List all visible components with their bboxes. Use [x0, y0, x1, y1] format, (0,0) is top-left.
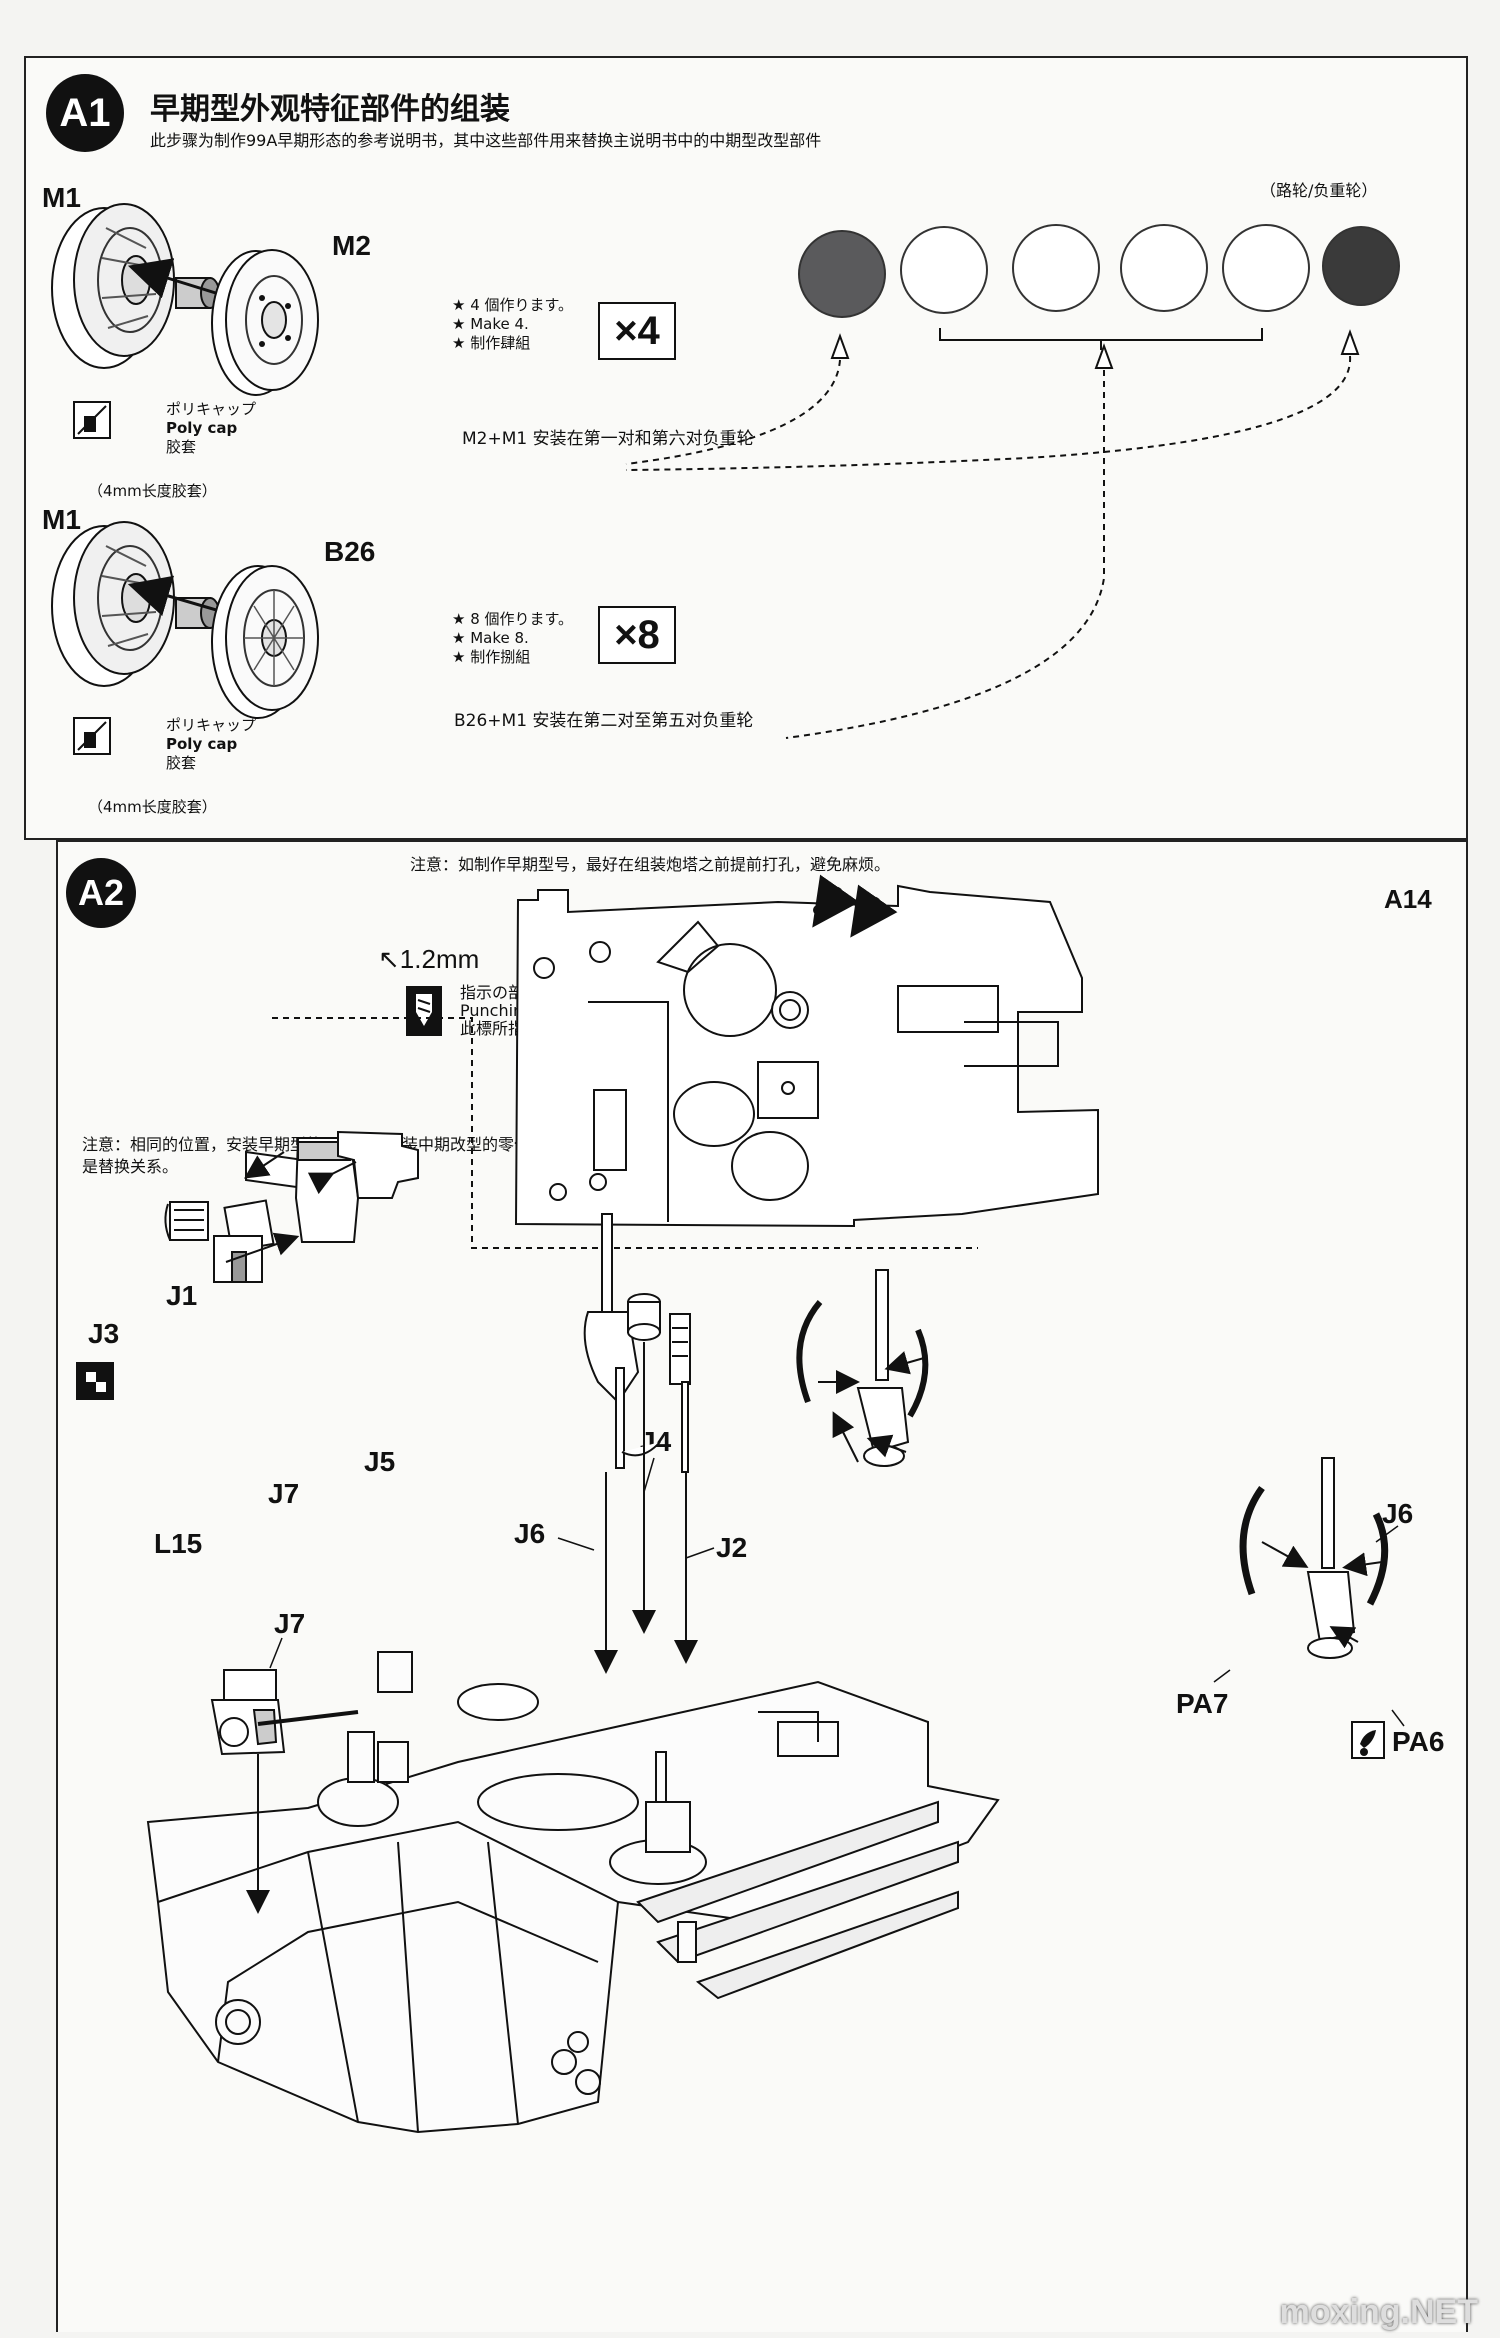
part-l15-label: L15	[154, 1528, 203, 1559]
make-count-note: ★ 8 個作ります。 ★ Make 8. ★ 制作捌組	[452, 610, 574, 666]
drill-arrow-icon: ↖	[378, 944, 400, 974]
pre-drill-note: 注意：如制作早期型号，最好在组装炮塔之前提前打孔，避免麻烦。	[410, 855, 891, 874]
turret-drawing	[146, 1651, 1000, 2134]
drill-size-label: ↖1.2mm	[378, 944, 480, 974]
part-j1-label: J1	[166, 1280, 198, 1311]
part-j5-label: J5	[364, 1446, 396, 1477]
watermark: moxing.NET	[1279, 2293, 1478, 2331]
polycap-length-note: （4mm长度胶套）	[88, 798, 217, 816]
part-m1-label: M1	[42, 182, 81, 213]
step-a1-badge: A1	[46, 74, 124, 152]
part-a14-label: A14	[1384, 884, 1432, 914]
part-j6-pa-drawing	[1239, 1457, 1389, 1659]
step-a2-drawing	[76, 874, 1405, 2134]
reference-diagram-icon	[76, 1362, 114, 1400]
part-j7-label: J7	[274, 1608, 306, 1639]
step-a1-title: 早期型外观特征部件的组装	[150, 92, 510, 127]
part-j6-label: J6	[1382, 1498, 1414, 1529]
road-wheel-position-6	[1322, 226, 1400, 306]
wheel-m1-drawing	[51, 521, 175, 687]
wheel-m1-drawing	[51, 203, 175, 369]
polycap-length-note: （4mm长度胶套）	[88, 482, 217, 500]
step-a1-drawing	[51, 203, 1360, 755]
road-wheel-position-5	[1222, 224, 1310, 312]
road-wheel-position-4	[1120, 224, 1208, 312]
wheel-b26-drawing	[211, 565, 319, 719]
make-count-note: ★ 4 個作ります。 ★ Make 4. ★ 制作肆組	[452, 296, 574, 352]
polycap-label: ポリキャップ Poly cap 胶套	[166, 400, 257, 456]
road-wheel-position-1	[798, 230, 886, 318]
install-position-note: B26+M1 安装在第二对至第五对负重轮	[454, 711, 754, 731]
part-m1-label: M1	[42, 504, 81, 535]
polycap-label: ポリキャップ Poly cap 胶套	[166, 716, 257, 772]
wheel-type-note: （路轮/负重轮）	[1260, 181, 1378, 200]
step-a2-badge: A2	[66, 858, 136, 928]
drill-icon	[406, 986, 442, 1036]
hull-part-a14-drawing	[514, 884, 1099, 1228]
quantity-box: ×8	[598, 606, 676, 664]
part-j7-label: J7	[268, 1478, 300, 1509]
quantity-box: ×4	[598, 302, 676, 360]
part-j7-drawing	[210, 1669, 286, 1756]
step-a1-subtitle: 此步骤为制作99A早期形态的参考说明书，其中这些部件用来替换主说明书中的中期型改…	[150, 131, 822, 150]
road-wheel-position-3	[1012, 224, 1100, 312]
road-wheel-position-2	[900, 226, 988, 314]
part-pa7-label: PA7	[1176, 1688, 1229, 1719]
step-a2-panel: A2 注意：如制作早期型号，最好在组装炮塔之前提前打孔，避免麻烦。 A14 ↖1…	[56, 840, 1468, 2332]
part-b26-label: B26	[324, 536, 376, 567]
part-pa6-label: PA6	[1392, 1726, 1445, 1757]
step-a1-panel: A1 早期型外观特征部件的组装 此步骤为制作99A早期形态的参考说明书，其中这些…	[24, 56, 1468, 840]
wheel-m2-drawing	[211, 249, 319, 396]
part-j3-label: J3	[88, 1318, 120, 1349]
turret-top-parts-drawing	[583, 1213, 929, 1473]
part-m2-label: M2	[332, 230, 371, 261]
paint-icon	[1351, 1721, 1385, 1759]
no-glue-icon	[73, 401, 111, 439]
no-glue-icon	[73, 717, 111, 755]
install-position-note: M2+M1 安装在第一对和第六对负重轮	[462, 429, 754, 449]
part-j6-label: J6	[514, 1518, 546, 1549]
part-j2-label: J2	[716, 1532, 748, 1563]
